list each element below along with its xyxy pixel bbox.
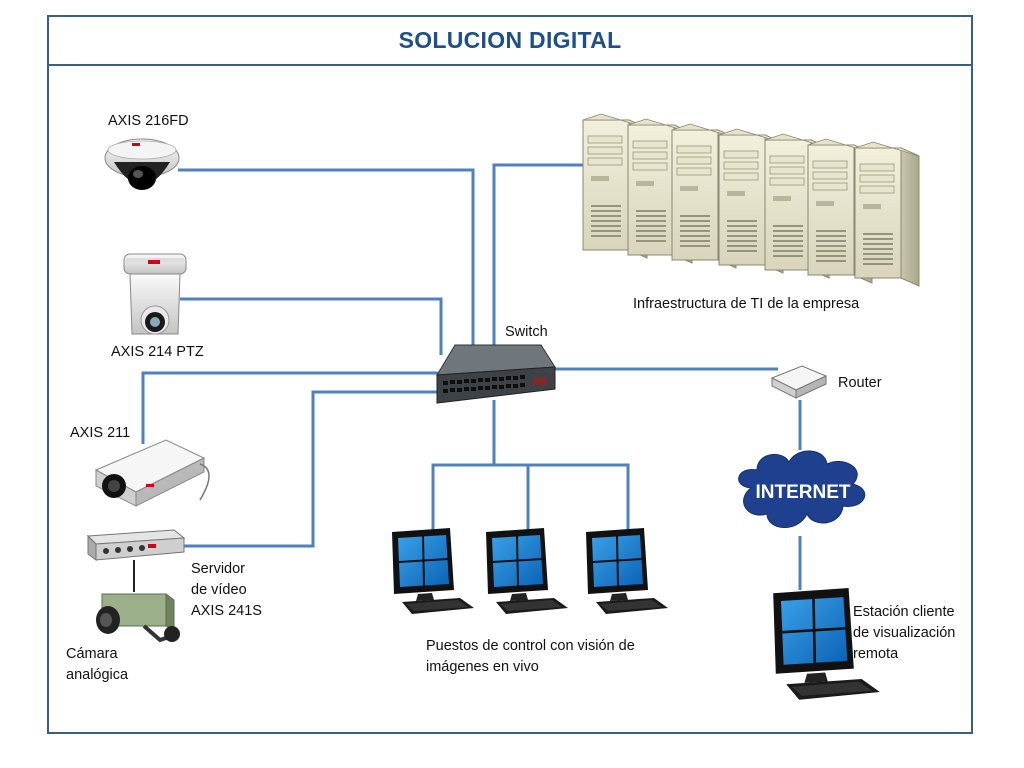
internet-label: INTERNET [756,482,851,503]
label-client-line1: Estación cliente [853,604,955,620]
label-axis211: AXIS 211 [70,425,130,441]
workstation-icon [485,527,569,615]
label-control-line1: Puestos de control con visión de [426,638,635,654]
ptz-camera-icon [123,253,187,335]
server-towers [582,113,920,287]
diagram-frame: SOLUCION DIGITAL [47,15,973,734]
link-axis216fd [178,168,475,350]
link-servers [492,163,590,345]
box-camera-icon [94,439,210,507]
label-router: Router [838,375,882,391]
link-video-server [184,390,440,548]
dome-camera-icon [104,138,180,190]
label-infrastructure: Infraestructura de TI de la empresa [633,296,860,312]
label-server-line3: AXIS 241S [191,603,262,619]
link-workstations [431,400,630,530]
server-tower-icon [854,141,920,287]
label-analog-line2: analógica [66,667,129,683]
network-switch-icon [436,344,556,404]
label-client-line3: remota [853,646,899,662]
router-icon [770,365,828,399]
link-axis214ptz [180,297,443,355]
label-client-line2: de visualización [853,625,955,641]
label-axis214ptz: AXIS 214 PTZ [111,344,204,360]
label-server-line1: Servidor [191,561,245,577]
label-control-line2: imágenes en vivo [426,659,539,675]
internet-cloud-icon: INTERNET [738,450,866,528]
video-server-icon [86,529,186,592]
label-switch: Switch [505,324,548,340]
link-axis211 [141,371,440,444]
label-analog-line1: Cámara [66,646,119,662]
workstation-icon [391,527,475,615]
analog-camera-icon [96,593,180,643]
workstation-icon [585,527,669,615]
diagram-title: SOLUCION DIGITAL [398,27,622,53]
label-server-line2: de vídeo [191,582,247,598]
title-bar: SOLUCION DIGITAL [49,17,971,66]
network-connections [141,163,802,590]
label-axis216fd: AXIS 216FD [108,113,189,129]
